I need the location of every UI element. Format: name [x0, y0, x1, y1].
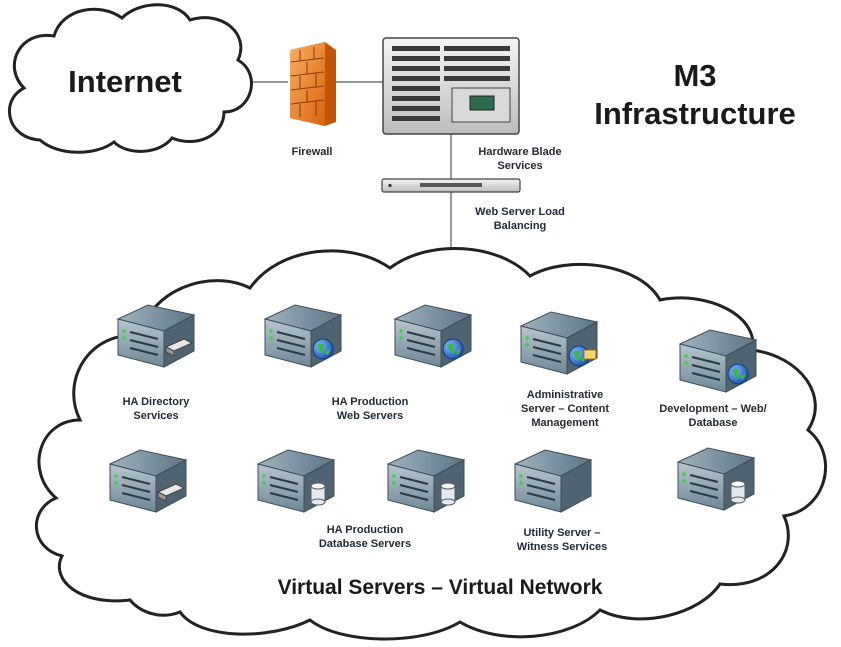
virtual-server-icon	[116, 304, 196, 368]
blade-chassis-icon	[382, 37, 520, 135]
blade-services-label: Hardware Blade Services	[478, 146, 562, 172]
group-label-ha-database: HA Production Database Servers	[318, 524, 412, 550]
virtual-server-icon	[519, 311, 599, 375]
virtual-servers	[108, 304, 758, 513]
virtual-server-icon	[256, 449, 336, 513]
group-label-development: Development – Web/ Database	[659, 403, 767, 429]
virtual-server-icon	[263, 304, 343, 368]
folder-icon	[583, 349, 597, 360]
diagram-title-line2: Infrastructure	[594, 96, 796, 131]
drive-icon	[164, 338, 194, 357]
database-icon	[440, 482, 456, 506]
virtual-server-icon	[108, 449, 188, 513]
globe-icon	[312, 338, 334, 360]
load-balancing-label: Web Server Load Balancing	[475, 206, 565, 232]
group-label-ha-web: HA Production Web Servers	[331, 396, 409, 422]
virtual-network-cloud	[34, 246, 827, 641]
virtual-network-label: Virtual Servers – Virtual Network	[277, 576, 603, 599]
internet-label: Internet	[68, 64, 182, 99]
virtual-server-icon	[513, 449, 593, 513]
firewall-label: Firewall	[291, 146, 333, 158]
virtual-server-icon	[678, 329, 758, 393]
virtual-server-icon	[386, 449, 466, 513]
group-label-utility: Utility Server – Witness Services	[516, 527, 608, 553]
group-label-ha-directory: HA Directory Services	[122, 396, 190, 422]
drive-icon	[156, 483, 186, 502]
group-label-admin: Administrative Server – Content Manageme…	[520, 389, 610, 429]
load-balancer-icon	[381, 178, 521, 193]
virtual-server-icon	[393, 304, 473, 368]
firewall-icon	[290, 42, 336, 126]
database-icon	[310, 482, 326, 506]
virtual-server-icon	[676, 447, 756, 511]
database-icon	[730, 480, 746, 504]
diagram-title-line1: M3	[673, 58, 717, 93]
globe-icon	[727, 363, 749, 385]
internet-cloud	[7, 3, 253, 154]
globe-icon	[442, 338, 464, 360]
